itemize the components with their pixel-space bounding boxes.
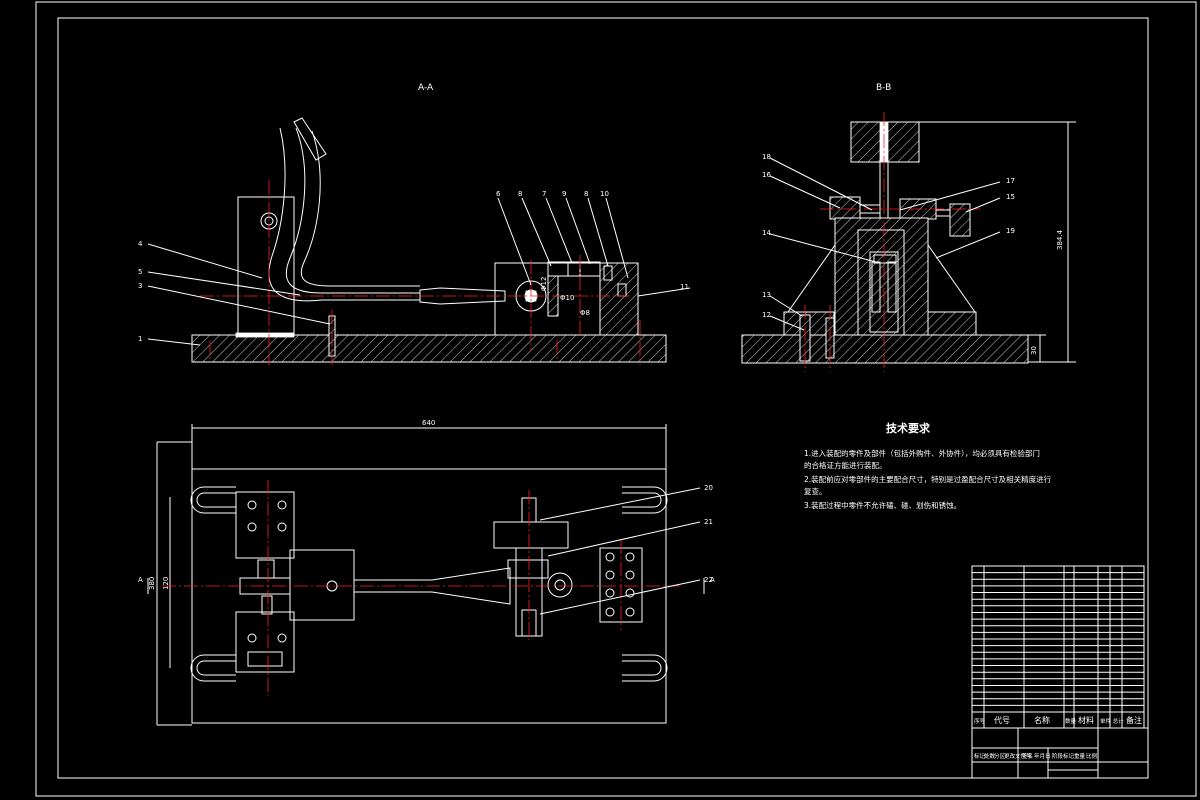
svg-text:11: 11 <box>680 283 689 291</box>
svg-text:6: 6 <box>496 190 501 198</box>
svg-text:A: A <box>710 576 715 584</box>
svg-text:14: 14 <box>762 229 771 237</box>
svg-text:Φ8: Φ8 <box>580 309 590 317</box>
plan-right-clamp-wheel <box>547 572 573 598</box>
svg-text:阶段标记: 阶段标记 <box>1052 752 1075 760</box>
svg-text:Φ10: Φ10 <box>560 294 574 302</box>
svg-text:分区: 分区 <box>994 752 1006 760</box>
svg-text:4: 4 <box>138 240 143 248</box>
plan-shaft <box>353 567 511 605</box>
svg-text:年月日: 年月日 <box>1034 752 1051 760</box>
svg-text:12: 12 <box>762 311 771 319</box>
svg-text:30: 30 <box>1030 346 1038 355</box>
svg-text:10: 10 <box>600 190 609 198</box>
svg-text:2.装配前应对零部件的主要配合尺寸，特别是过盈配合尺寸及相关: 2.装配前应对零部件的主要配合尺寸，特别是过盈配合尺寸及相关精度进行 <box>804 474 1052 484</box>
svg-text:384.4: 384.4 <box>1056 229 1064 250</box>
svg-text:21: 21 <box>704 518 713 526</box>
aa-curved-pipe <box>285 127 420 294</box>
plan-slot-bottom-left <box>190 654 236 682</box>
plan-slot-top-right <box>622 486 668 514</box>
svg-text:名称: 名称 <box>1034 715 1050 725</box>
title-block: 标记 处数 分区 更改文件号 签名 年月日 阶段标记 重量 比例 <box>971 727 1149 779</box>
svg-text:更改文件号: 更改文件号 <box>1004 752 1032 760</box>
aa-vertical-support <box>237 196 295 336</box>
svg-text:19: 19 <box>1006 227 1015 235</box>
plan-slot-bottom-right <box>622 654 668 682</box>
bill-of-materials: 序号 代号 名称 数量 材料 单件 总计 备注 <box>971 565 1145 729</box>
section-bb-label: B-B <box>876 83 891 93</box>
svg-text:代号: 代号 <box>994 715 1010 725</box>
svg-text:18: 18 <box>762 153 771 161</box>
svg-text:5: 5 <box>138 268 142 276</box>
aa-base-plate <box>191 334 667 363</box>
section-bb-view: B-B <box>741 83 1076 372</box>
bb-main-body <box>834 217 929 336</box>
svg-text:比例: 比例 <box>1086 752 1098 760</box>
svg-text:22: 22 <box>704 576 713 584</box>
svg-text:8: 8 <box>518 190 522 198</box>
section-aa-label: A-A <box>418 83 434 93</box>
plan-view: 640 380 120 <box>138 419 715 726</box>
svg-text:备注: 备注 <box>1126 715 1142 725</box>
bb-base-plate <box>741 334 1029 364</box>
bb-left-bolt <box>829 196 861 220</box>
svg-text:材料: 材料 <box>1078 715 1094 725</box>
svg-text:1: 1 <box>138 335 142 343</box>
svg-text:3.装配过程中零件不允许磕、碰、划伤和锈蚀。: 3.装配过程中零件不允许磕、碰、划伤和锈蚀。 <box>804 500 961 510</box>
plan-base-outline <box>191 468 667 724</box>
svg-text:640: 640 <box>422 419 435 427</box>
svg-text:单件 总计: 单件 总计 <box>1100 717 1124 725</box>
svg-text:7: 7 <box>542 190 546 198</box>
plan-right-clamp-top <box>493 521 569 549</box>
bb-right-rib <box>927 243 976 313</box>
svg-text:数量: 数量 <box>1065 717 1077 725</box>
plan-slot-top-left <box>190 486 236 514</box>
svg-text:A: A <box>138 576 143 584</box>
svg-text:9: 9 <box>562 190 566 198</box>
aa-tapered-rod <box>419 287 506 305</box>
plan-central-clamp <box>289 549 355 621</box>
svg-text:复查。: 复查。 <box>804 486 827 496</box>
svg-text:标记: 标记 <box>974 752 986 760</box>
svg-text:1.进入装配的零件及部件（包括外购件、外协件），均必须具有检: 1.进入装配的零件及部件（包括外购件、外协件），均必须具有检验部门 <box>804 448 1040 458</box>
svg-text:处数: 处数 <box>984 752 996 760</box>
technical-requirements: 技术要求 1.进入装配的零件及部件（包括外购件、外协件），均必须具有检验部门 的… <box>804 421 1052 510</box>
plan-left-top-block <box>235 491 295 559</box>
svg-text:3: 3 <box>138 282 142 290</box>
svg-text:380: 380 <box>148 577 156 590</box>
plan-left-bottom-block <box>235 611 295 673</box>
svg-text:重量: 重量 <box>1074 752 1086 760</box>
svg-text:Φ12: Φ12 <box>540 277 548 291</box>
tech-notes-title: 技术要求 <box>886 421 931 435</box>
svg-text:8: 8 <box>584 190 588 198</box>
svg-text:20: 20 <box>704 484 713 492</box>
bb-left-rib <box>787 243 836 313</box>
outer-frame <box>35 1 1197 797</box>
svg-text:15: 15 <box>1006 193 1015 201</box>
inner-frame <box>57 17 1149 779</box>
svg-text:的合格证方能进行装配。: 的合格证方能进行装配。 <box>804 460 887 470</box>
svg-text:13: 13 <box>762 291 771 299</box>
svg-text:17: 17 <box>1006 177 1015 185</box>
svg-text:16: 16 <box>762 171 771 179</box>
svg-text:120: 120 <box>162 577 170 590</box>
svg-text:序号: 序号 <box>974 717 986 725</box>
section-aa-view: A-A <box>138 83 691 365</box>
svg-text:签名: 签名 <box>1022 752 1033 760</box>
